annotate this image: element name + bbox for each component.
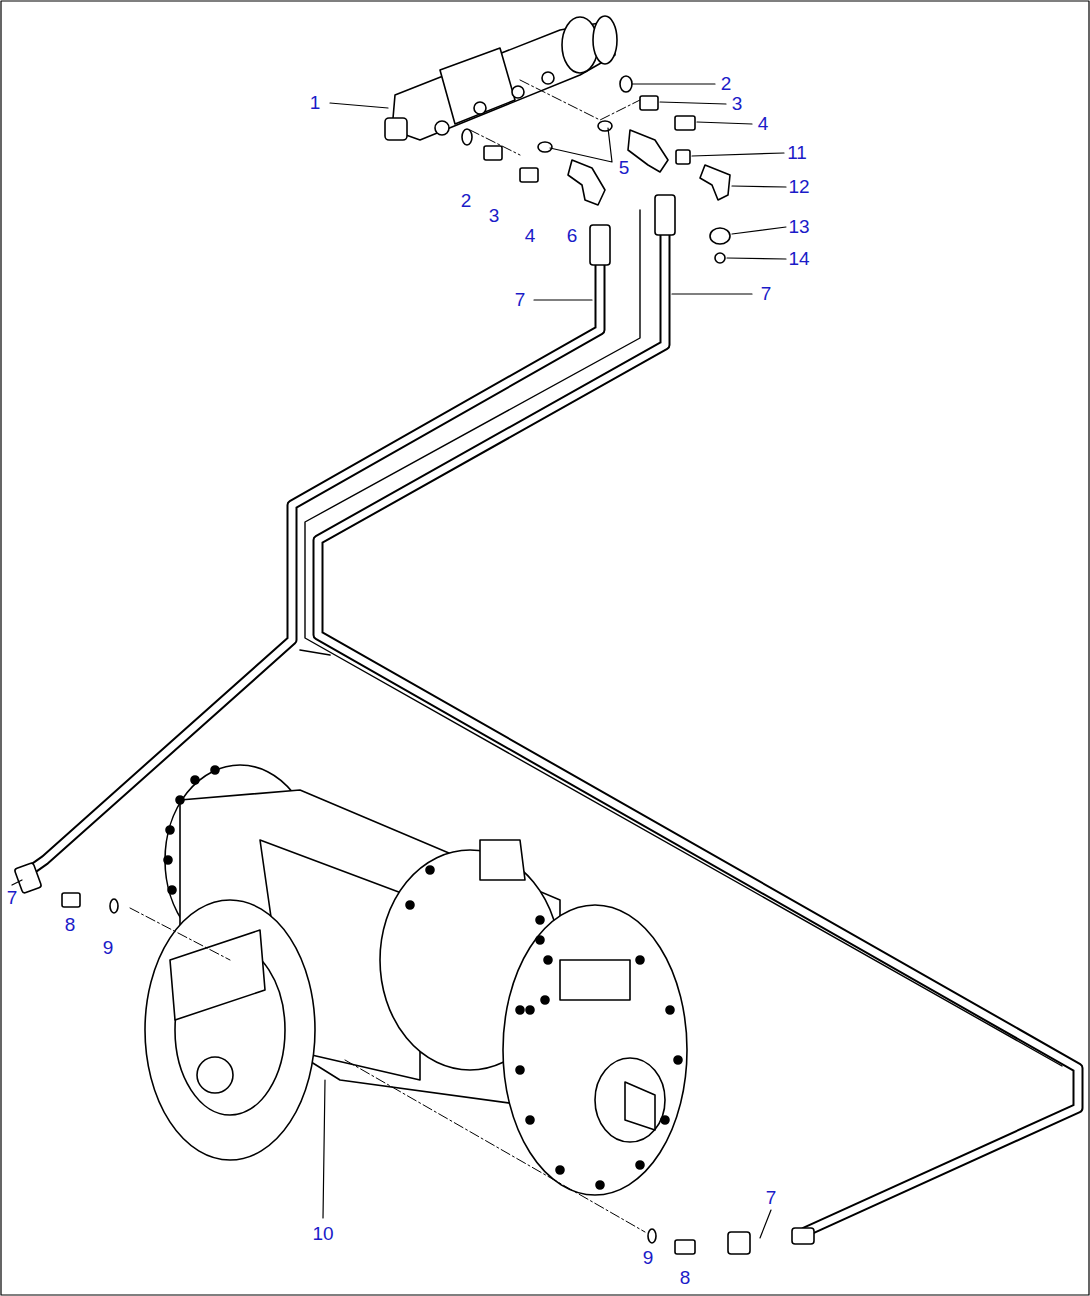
- fittings: [462, 76, 730, 263]
- callout-number: 2: [720, 74, 733, 94]
- callout-number: 3: [731, 94, 744, 114]
- callout-number: 6: [566, 226, 579, 246]
- callout-number: 8: [64, 915, 77, 935]
- callout-number: 2: [460, 191, 473, 211]
- leader-lines: [12, 84, 786, 1238]
- callout-number: 9: [642, 1248, 655, 1268]
- callout-number: 5: [618, 158, 631, 178]
- callout-number: 12: [787, 177, 810, 197]
- callout-number: 13: [787, 217, 810, 237]
- port-fittings: [62, 893, 695, 1254]
- callout-number: 7: [765, 1188, 778, 1208]
- callout-number: 7: [760, 284, 773, 304]
- callout-number: 10: [311, 1224, 334, 1244]
- callout-number: 1: [309, 93, 322, 113]
- callout-number: 4: [757, 114, 770, 134]
- callout-number: 11: [786, 143, 808, 163]
- callout-number: 4: [524, 226, 537, 246]
- callout-number: 9: [102, 938, 115, 958]
- callout-number: 7: [514, 290, 527, 310]
- callout-number: 14: [787, 249, 810, 269]
- assembly-lines: [130, 80, 645, 1232]
- valve-assembly: [385, 16, 617, 140]
- tubes: [28, 205, 1078, 1232]
- axle-housing: [145, 650, 687, 1195]
- hose-fittings: [14, 195, 814, 1254]
- callout-number: 7: [6, 888, 19, 908]
- callout-number: 8: [679, 1268, 692, 1288]
- callout-number: 3: [488, 206, 501, 226]
- bolt-holes: [164, 766, 682, 1189]
